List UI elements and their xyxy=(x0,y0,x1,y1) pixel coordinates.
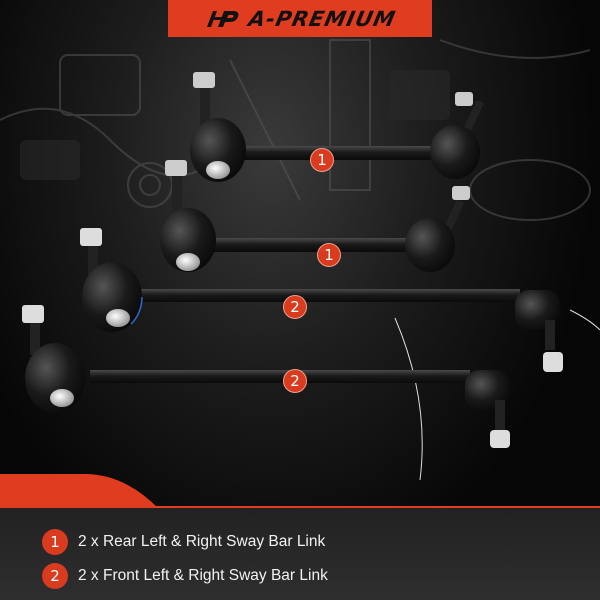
brand-mark-icon xyxy=(206,10,239,27)
legend-item: 1 2 x Rear Left & Right Sway Bar Link xyxy=(42,525,328,559)
callout-badge: 1 xyxy=(310,148,334,172)
legend-label: 2 x Rear Left & Right Sway Bar Link xyxy=(78,533,326,550)
brand-logo: A-PREMIUM xyxy=(168,0,432,37)
legend-number-badge: 1 xyxy=(42,529,68,555)
front-link-1 xyxy=(80,228,563,372)
legend-item: 2 2 x Front Left & Right Sway Bar Link xyxy=(42,559,328,593)
sway-bar-links-illustration xyxy=(22,72,600,480)
callout-badge: 2 xyxy=(283,369,307,393)
engine-background-graphic xyxy=(0,39,591,221)
legend-label: 2 x Front Left & Right Sway Bar Link xyxy=(78,567,328,584)
callout-badge: 1 xyxy=(317,243,341,267)
brand-name: A-PREMIUM xyxy=(246,6,398,31)
accent-tab-shape xyxy=(0,474,160,510)
legend-panel xyxy=(0,508,600,600)
front-link-2 xyxy=(22,305,510,448)
callout-badge: 2 xyxy=(283,295,307,319)
rear-link-1 xyxy=(190,72,484,182)
legend-number-badge: 2 xyxy=(42,563,68,589)
legend: 1 2 x Rear Left & Right Sway Bar Link 2 … xyxy=(42,525,328,593)
